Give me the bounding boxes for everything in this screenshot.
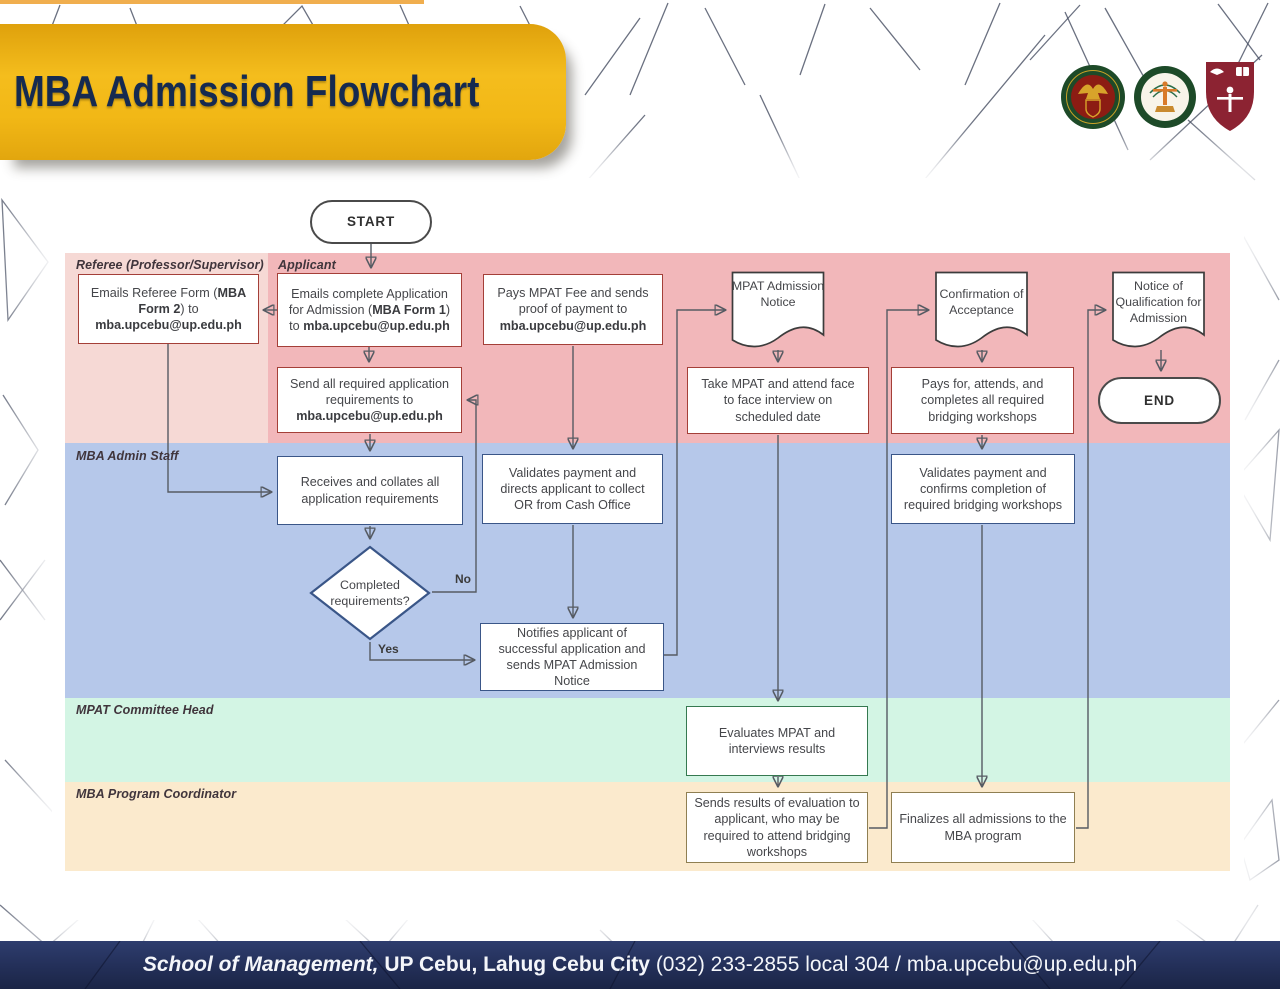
up-cebu-seal-logo [1134,66,1196,128]
node-label: Send all required application requiremen… [290,376,449,424]
node-label: Emails Referee Form (MBA Form 2) to mba.… [90,285,247,333]
process-send-requirements: Send all required application requiremen… [277,367,462,433]
node-label: Completed requirements? [330,578,410,609]
process-notifies-applicant: Notifies applicant of successful applica… [480,623,664,691]
page-title: MBA Admission Flowchart [14,67,480,116]
lane-label-program-coordinator: MBA Program Coordinator [76,787,237,801]
lane-label-applicant: Applicant [278,258,336,272]
process-emails-application: Emails complete Application for Admissio… [277,273,462,347]
edge-label-no: No [455,572,471,586]
up-system-seal-logo [1061,65,1125,129]
decision-completed-requirements: Completed requirements? [308,544,432,642]
node-label: Pays MPAT Fee and sends proof of payment… [497,286,649,333]
document-notice-of-qualification: Notice of Qualification for Admission [1111,271,1206,353]
process-validates-workshops: Validates payment and confirms completio… [891,454,1075,524]
process-evaluates-mpat: Evaluates MPAT and interviews results [686,706,868,776]
process-sends-results: Sends results of evaluation to applicant… [686,792,868,863]
node-label: MPAT Admission Notice [731,279,825,310]
lane-label-referee: Referee (Professor/Supervisor) [76,258,264,272]
school-of-management-shield-logo [1206,62,1254,131]
document-confirmation-of-acceptance: Confirmation of Acceptance [934,271,1029,353]
document-mpat-admission-notice: MPAT Admission Notice [731,271,825,353]
process-take-mpat: Take MPAT and attend face to face interv… [687,367,869,434]
lane-label-admin-staff: MBA Admin Staff [76,449,179,463]
footer-contact: (032) 233-2855 local 304 / mba.upcebu@up… [655,953,1138,976]
process-pays-bridging-workshops: Pays for, attends, and completes all req… [891,367,1074,434]
footer-pattern-lines [84,941,1161,989]
lane-label-mpat-committee: MPAT Committee Head [76,703,214,717]
lane-mpat-committee [65,698,1230,782]
node-label: Emails complete Application for Admissio… [288,286,451,334]
footer-school-name: School of Management, [142,953,379,976]
footer-campus: UP Cebu, Lahug Cebu City [378,953,656,976]
node-label: Notice of Qualification for Admission [1115,279,1202,326]
title-banner: MBA Admission Flowchart [0,24,566,160]
process-validates-payment-or: Validates payment and directs applicant … [482,454,663,524]
logo-row [1060,60,1256,134]
footer-bar: School of Management, UP Cebu, Lahug Ceb… [0,941,1280,989]
end-terminator: END [1098,377,1221,424]
start-terminator: START [310,200,432,244]
process-pays-mpat-fee: Pays MPAT Fee and sends proof of payment… [483,274,663,345]
edge-label-yes: Yes [378,642,399,656]
process-emails-referee-form: Emails Referee Form (MBA Form 2) to mba.… [78,274,259,344]
node-label: Confirmation of Acceptance [939,287,1024,318]
process-finalizes-admissions: Finalizes all admissions to the MBA prog… [891,792,1075,863]
process-receives-collates: Receives and collates all application re… [277,456,463,525]
top-accent-strip [0,0,424,4]
